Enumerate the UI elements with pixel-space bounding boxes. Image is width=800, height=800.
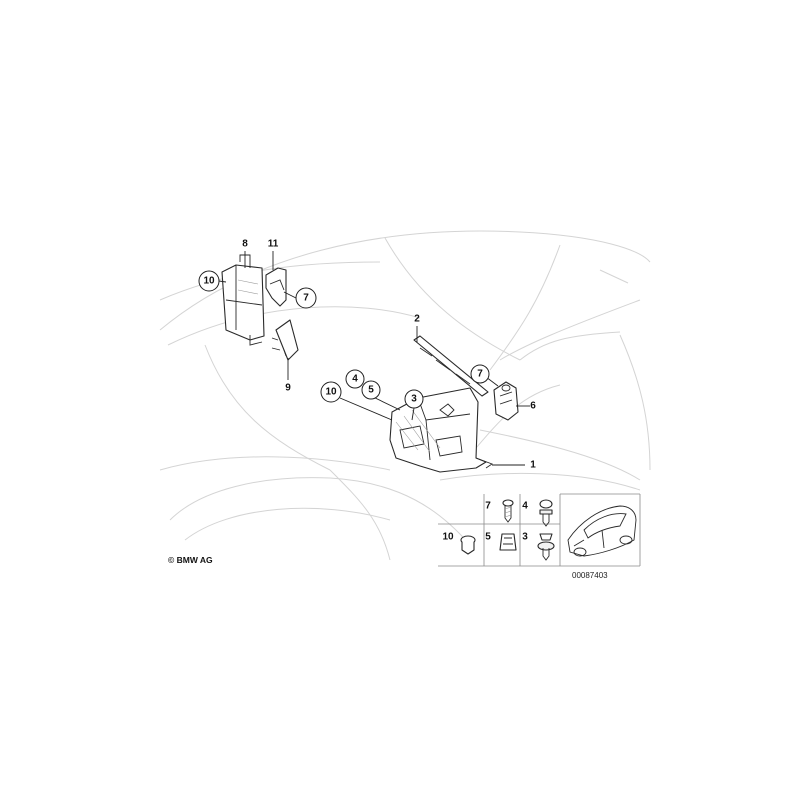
svg-text:9: 9 — [285, 383, 291, 394]
fastener-5-nut: 5 — [485, 532, 517, 551]
svg-text:3: 3 — [522, 532, 528, 543]
fastener-4-screw: 4 — [522, 499, 553, 527]
car-thumbnail — [567, 505, 637, 557]
callout-1: 1 — [530, 460, 536, 471]
svg-text:4: 4 — [522, 501, 528, 512]
callout-7-right: 7 — [470, 364, 490, 384]
svg-text:5: 5 — [368, 385, 374, 396]
svg-text:11: 11 — [268, 239, 279, 250]
svg-text:7: 7 — [485, 501, 491, 512]
svg-text:3: 3 — [411, 394, 417, 405]
part-9-cover — [271, 319, 299, 361]
callout-6: 6 — [530, 401, 536, 412]
callout-4: 4 — [345, 369, 365, 389]
callout-2: 2 — [414, 314, 420, 325]
svg-text:10: 10 — [442, 532, 454, 543]
svg-text:7: 7 — [303, 293, 309, 304]
part-10-bracket — [221, 254, 265, 346]
fastener-3-screw: 3 — [522, 532, 555, 561]
part-6-bracket — [493, 381, 519, 421]
fastener-10-clip: 10 — [442, 532, 476, 555]
svg-text:10: 10 — [325, 387, 337, 398]
svg-text:1: 1 — [530, 460, 536, 471]
svg-text:10: 10 — [203, 276, 215, 287]
part-2-strip — [413, 335, 489, 397]
car-body-outline — [159, 230, 651, 561]
copyright-notice: © BMW AG — [168, 555, 213, 565]
callout-10-lower: 10 — [320, 381, 342, 403]
callout-8: 8 — [242, 239, 248, 250]
callout-11: 11 — [268, 239, 279, 250]
part-11-trim — [265, 267, 287, 307]
svg-text:5: 5 — [485, 532, 491, 543]
fastener-7-screw: 7 — [485, 499, 514, 523]
diagram-number: 00087403 — [572, 571, 608, 580]
callout-3: 3 — [404, 389, 424, 409]
svg-text:8: 8 — [242, 239, 248, 250]
svg-text:7: 7 — [477, 369, 483, 380]
svg-text:4: 4 — [352, 374, 358, 385]
callout-9: 9 — [285, 383, 291, 394]
callout-7-upper: 7 — [295, 287, 317, 309]
svg-text:6: 6 — [530, 401, 536, 412]
callout-5: 5 — [361, 380, 381, 400]
fastener-legend: 7 4 10 5 3 — [438, 493, 641, 580]
svg-text:2: 2 — [414, 314, 420, 325]
callout-10-upper: 10 — [198, 270, 220, 292]
